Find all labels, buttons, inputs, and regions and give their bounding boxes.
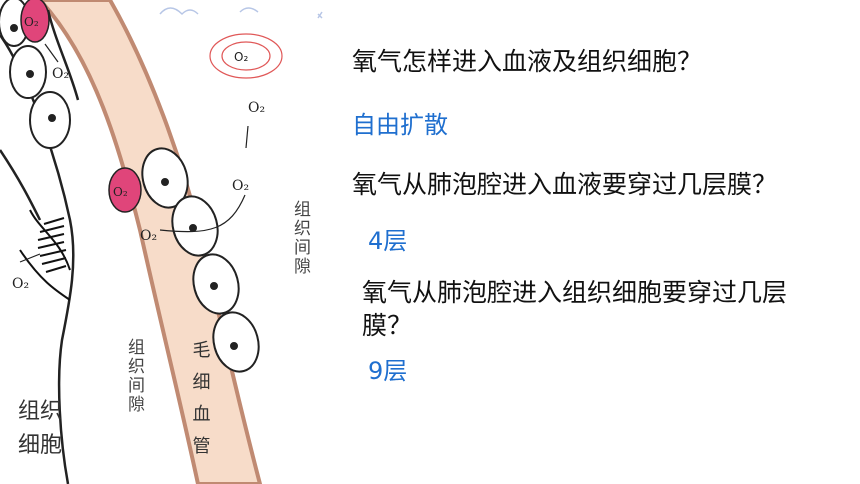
capillary-label: 毛细血管 xyxy=(190,340,211,468)
o2-ring-icon: O₂ xyxy=(209,33,283,79)
smooth-muscle-coil xyxy=(19,209,71,301)
svg-text:O₂: O₂ xyxy=(12,276,29,292)
rbc-middle: O₂ xyxy=(108,167,142,213)
svg-text:O₂: O₂ xyxy=(52,66,69,82)
answer-2: 4层 xyxy=(368,227,408,255)
capillary-wall xyxy=(37,0,263,484)
svg-text:O₂: O₂ xyxy=(140,228,157,244)
tissue-cell-label-line2: 细胞 xyxy=(18,433,62,458)
lung-capillary-diagram: O₂ O₂ O₂ O₂ O₂ O₂ O₂ O₂ 组织间隙 组织 xyxy=(0,0,323,484)
tissue-cell-label-line1: 组织 xyxy=(18,399,62,424)
svg-text:O₂: O₂ xyxy=(248,100,265,116)
question-3: 氧气从肺泡腔进入组织细胞要穿过几层膜？ xyxy=(362,278,788,340)
question-1: 氧气怎样进入血液及组织细胞？ xyxy=(352,47,703,76)
interstitial-label-right: 组织间隙 xyxy=(290,200,311,276)
svg-text:O₂: O₂ xyxy=(232,178,249,194)
svg-text:O₂: O₂ xyxy=(113,185,128,199)
answer-1: 自由扩散 xyxy=(352,111,448,139)
capillary-cells xyxy=(141,147,260,373)
answer-3: 9层 xyxy=(368,357,408,385)
svg-text:O₂: O₂ xyxy=(234,50,248,64)
question-2: 氧气从肺泡腔进入血液要穿过几层膜？ xyxy=(352,170,778,199)
diffusion-arrows xyxy=(19,43,249,263)
o2-labels: O₂ O₂ O₂ O₂ O₂ xyxy=(12,66,265,292)
rbc-top: O₂ xyxy=(20,0,50,43)
svg-text:O₂: O₂ xyxy=(24,15,39,29)
interstitial-label-left: 组织间隙 xyxy=(124,338,145,414)
